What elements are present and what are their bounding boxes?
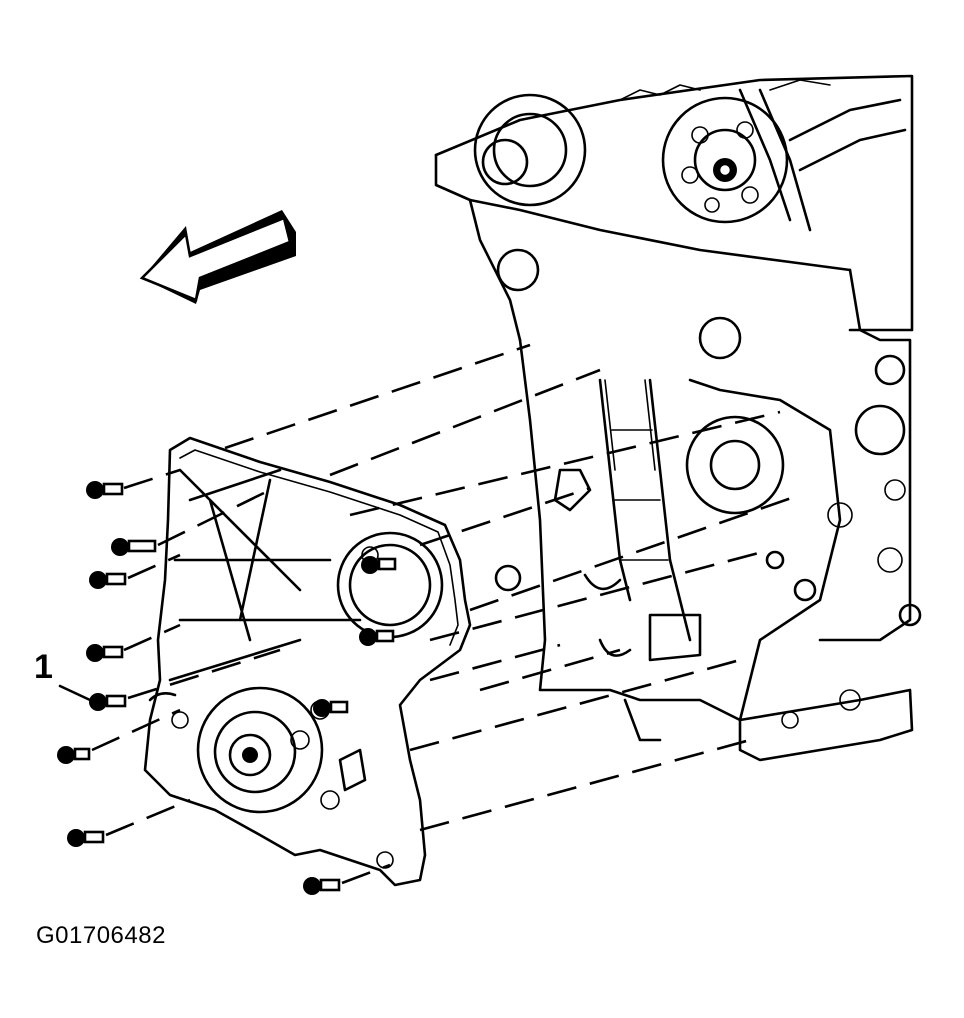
bolt-icon	[57, 708, 181, 764]
cover-bolts	[57, 468, 397, 895]
bolt-icon	[359, 628, 395, 646]
bolt-icon	[361, 556, 397, 574]
engine-block	[434, 74, 922, 762]
figure-id: G01706482	[36, 922, 166, 949]
alignment-lines	[224, 343, 801, 832]
bolt-icon	[89, 648, 281, 711]
engine-front-cover	[143, 436, 472, 887]
bolt-icon	[89, 553, 181, 589]
bolt-icon	[86, 468, 181, 499]
bolt-icon	[111, 488, 271, 556]
bolt-icon	[313, 699, 349, 717]
callout-label: 1	[34, 648, 53, 686]
bolt-icon	[67, 798, 191, 847]
bolt-icon	[303, 863, 391, 895]
direction-arrow-icon	[139, 210, 296, 304]
bolt-icon	[86, 623, 181, 662]
callout-leader	[58, 684, 92, 702]
